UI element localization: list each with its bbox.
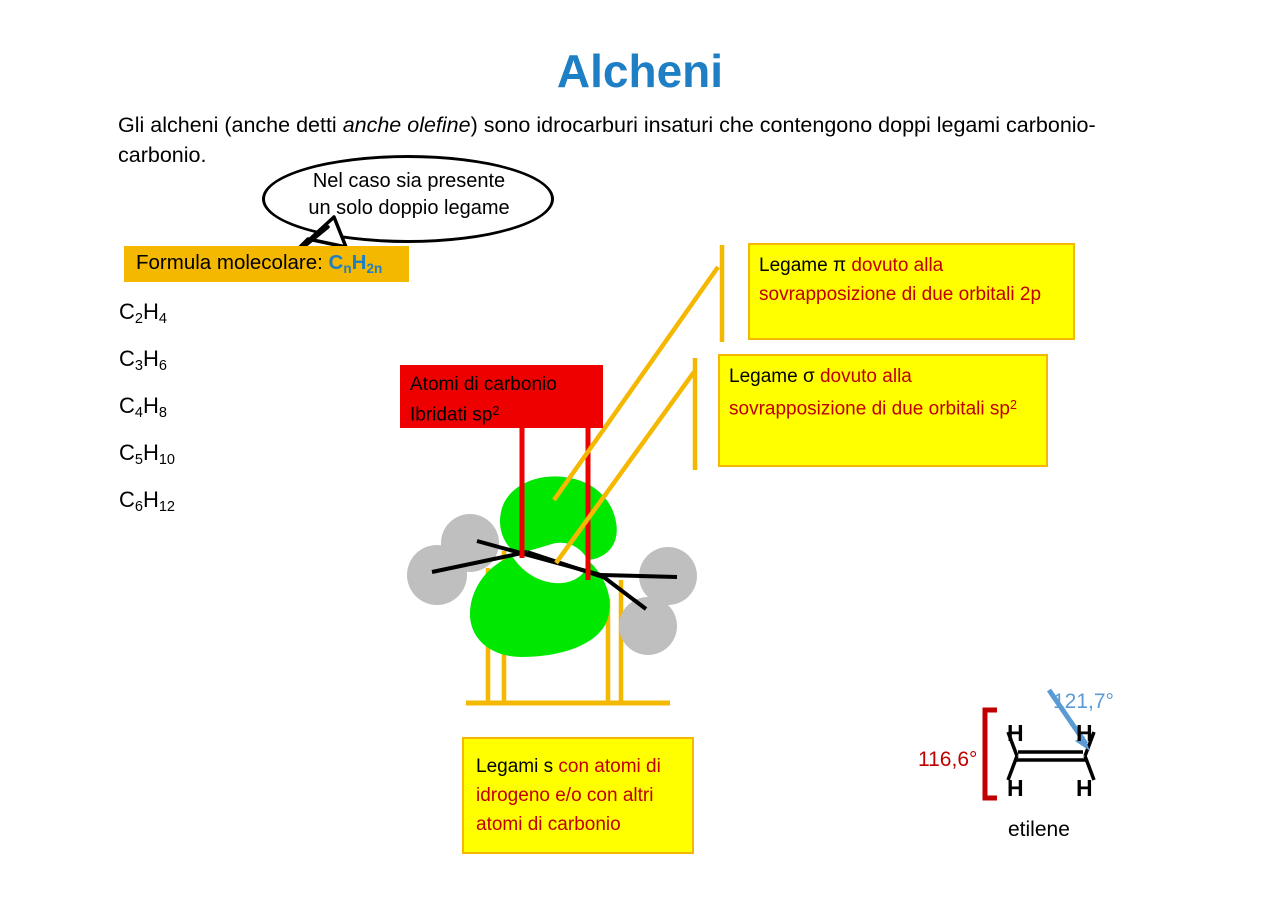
ch-bond (1083, 731, 1096, 757)
molecular-formula-bar: Formula molecolare: CnH2n (124, 246, 409, 282)
bond-line (599, 573, 648, 611)
callout-sigma-bond-superscript: 2 (1009, 398, 1017, 412)
hydrogen-sphere (639, 547, 697, 605)
series-c-sub: 6 (134, 499, 143, 516)
intro-text-before: Gli alcheni (anche detti (118, 113, 343, 137)
series-h: H (142, 487, 159, 513)
ethylene-caption: etilene (1008, 818, 1070, 841)
callout-sigma-bond-text: Legame σ dovuto alla sovrapposizione di … (729, 362, 1046, 423)
homologous-series-list: C2H4 C3H6 C4H8 C5H10 C6H12 (119, 292, 175, 527)
hydrogen-label-top-right: H (1076, 720, 1093, 746)
callout-sigma-bond-body: dovuto alla sovrapposizione di due orbit… (729, 366, 1010, 420)
series-c: C (119, 393, 135, 419)
intro-paragraph: Gli alcheni (anche detti anche olefine) … (118, 110, 1178, 170)
list-item: C5H10 (119, 433, 175, 480)
callout-sigma-hydrogen-body: con atomi di idrogeno e/o con altri atom… (476, 756, 661, 835)
hydrogen-sphere (441, 514, 499, 572)
bond-line (600, 573, 678, 579)
hcc-angle-arrowhead (1075, 736, 1090, 751)
callout-pi-bond-body: dovuto alla sovrapposizione di due orbit… (759, 255, 1042, 305)
molecular-formula-label: Formula molecolare: (136, 251, 329, 274)
list-item: C6H12 (119, 480, 175, 527)
series-h-sub: 12 (158, 499, 176, 516)
hydrogen-label-bottom-right: H (1076, 775, 1093, 801)
formula-h: H (351, 251, 367, 274)
callout-sigma-bond-title: Legame σ (729, 366, 815, 387)
callout-sigma-hydrogen-bonds: Legami s con atomi di idrogeno e/o con a… (462, 737, 694, 854)
speech-bubble-text: Nel caso sia presente un solo doppio leg… (268, 168, 550, 222)
speech-bubble-line-1: Nel caso sia presente (312, 170, 506, 192)
bond-line (476, 539, 602, 577)
series-h: H (142, 299, 159, 324)
molecular-formula-value: CnH2n (328, 251, 383, 276)
molecular-formula-text: Formula molecolare: CnH2n (136, 251, 382, 276)
intro-text-italic: anche olefine (342, 113, 471, 137)
callout-sigma-hydrogen-text: Legami s con atomi di idrogeno e/o con a… (476, 752, 692, 839)
carbon-atoms-superscript: 2 (492, 404, 500, 418)
bond-line (526, 550, 607, 580)
formula-c-subscript: n (343, 260, 352, 276)
list-item: C2H4 (119, 292, 175, 339)
pi-orbital-lobe-lower (470, 556, 610, 657)
carbon-atoms-line-1: Atomi di carbonio (410, 374, 557, 395)
carbon-atoms-line-2: Ibridati sp (410, 404, 493, 426)
series-c: C (119, 299, 135, 324)
series-h: H (142, 440, 159, 466)
hch-angle-bracket (982, 707, 997, 801)
hydrogen-sphere (407, 545, 467, 605)
series-c-sub: 3 (134, 358, 143, 375)
series-h-sub: 4 (158, 311, 167, 328)
formula-h-subscript: 2n (366, 260, 383, 276)
series-c: C (119, 346, 135, 372)
ch-bond (1006, 731, 1019, 757)
callout-pi-bond: Legame π dovuto alla sovrapposizione di … (748, 243, 1075, 340)
callout-sigma-bond: Legame σ dovuto alla sovrapposizione di … (718, 354, 1048, 467)
series-c-sub: 2 (134, 311, 143, 328)
series-h-sub: 10 (158, 452, 176, 469)
callout-pi-bond-text: Legame π dovuto alla sovrapposizione di … (759, 251, 1073, 309)
hch-angle-label: 116,6° (918, 748, 978, 771)
series-h-sub: 8 (158, 405, 167, 422)
formula-c: C (328, 251, 344, 274)
hydrogen-sphere (619, 597, 677, 655)
series-h: H (142, 393, 159, 419)
ch-bond (1083, 755, 1096, 781)
list-item: C3H6 (119, 339, 175, 386)
pi-orbital-lobe-upper (500, 476, 617, 560)
ethylene-structure (982, 688, 1096, 801)
series-c-sub: 5 (134, 452, 143, 469)
bond-line (431, 550, 528, 574)
intro-text-after: ) sono idrocarburi insaturi che contengo… (118, 113, 1096, 167)
series-c-sub: 4 (134, 405, 143, 422)
ch-bond (1006, 755, 1019, 781)
hydrogen-label-bottom-left: H (1007, 775, 1024, 801)
series-c: C (119, 440, 135, 466)
callout-pi-bond-title: Legame π (759, 255, 847, 276)
page-title: Alcheni (556, 45, 724, 97)
speech-bubble-line-2: un solo doppio legame (308, 197, 510, 219)
speech-bubble (262, 155, 554, 243)
series-h: H (142, 346, 159, 372)
series-h-sub: 6 (158, 358, 167, 375)
hcc-angle-label: 121,7° (1053, 690, 1114, 713)
series-c: C (119, 487, 135, 513)
hcc-angle-arrow (1046, 688, 1089, 746)
hydrogen-label-top-left: H (1007, 720, 1024, 746)
list-item: C4H8 (119, 386, 175, 433)
callout-sigma-hydrogen-title: Legami s (476, 756, 554, 777)
